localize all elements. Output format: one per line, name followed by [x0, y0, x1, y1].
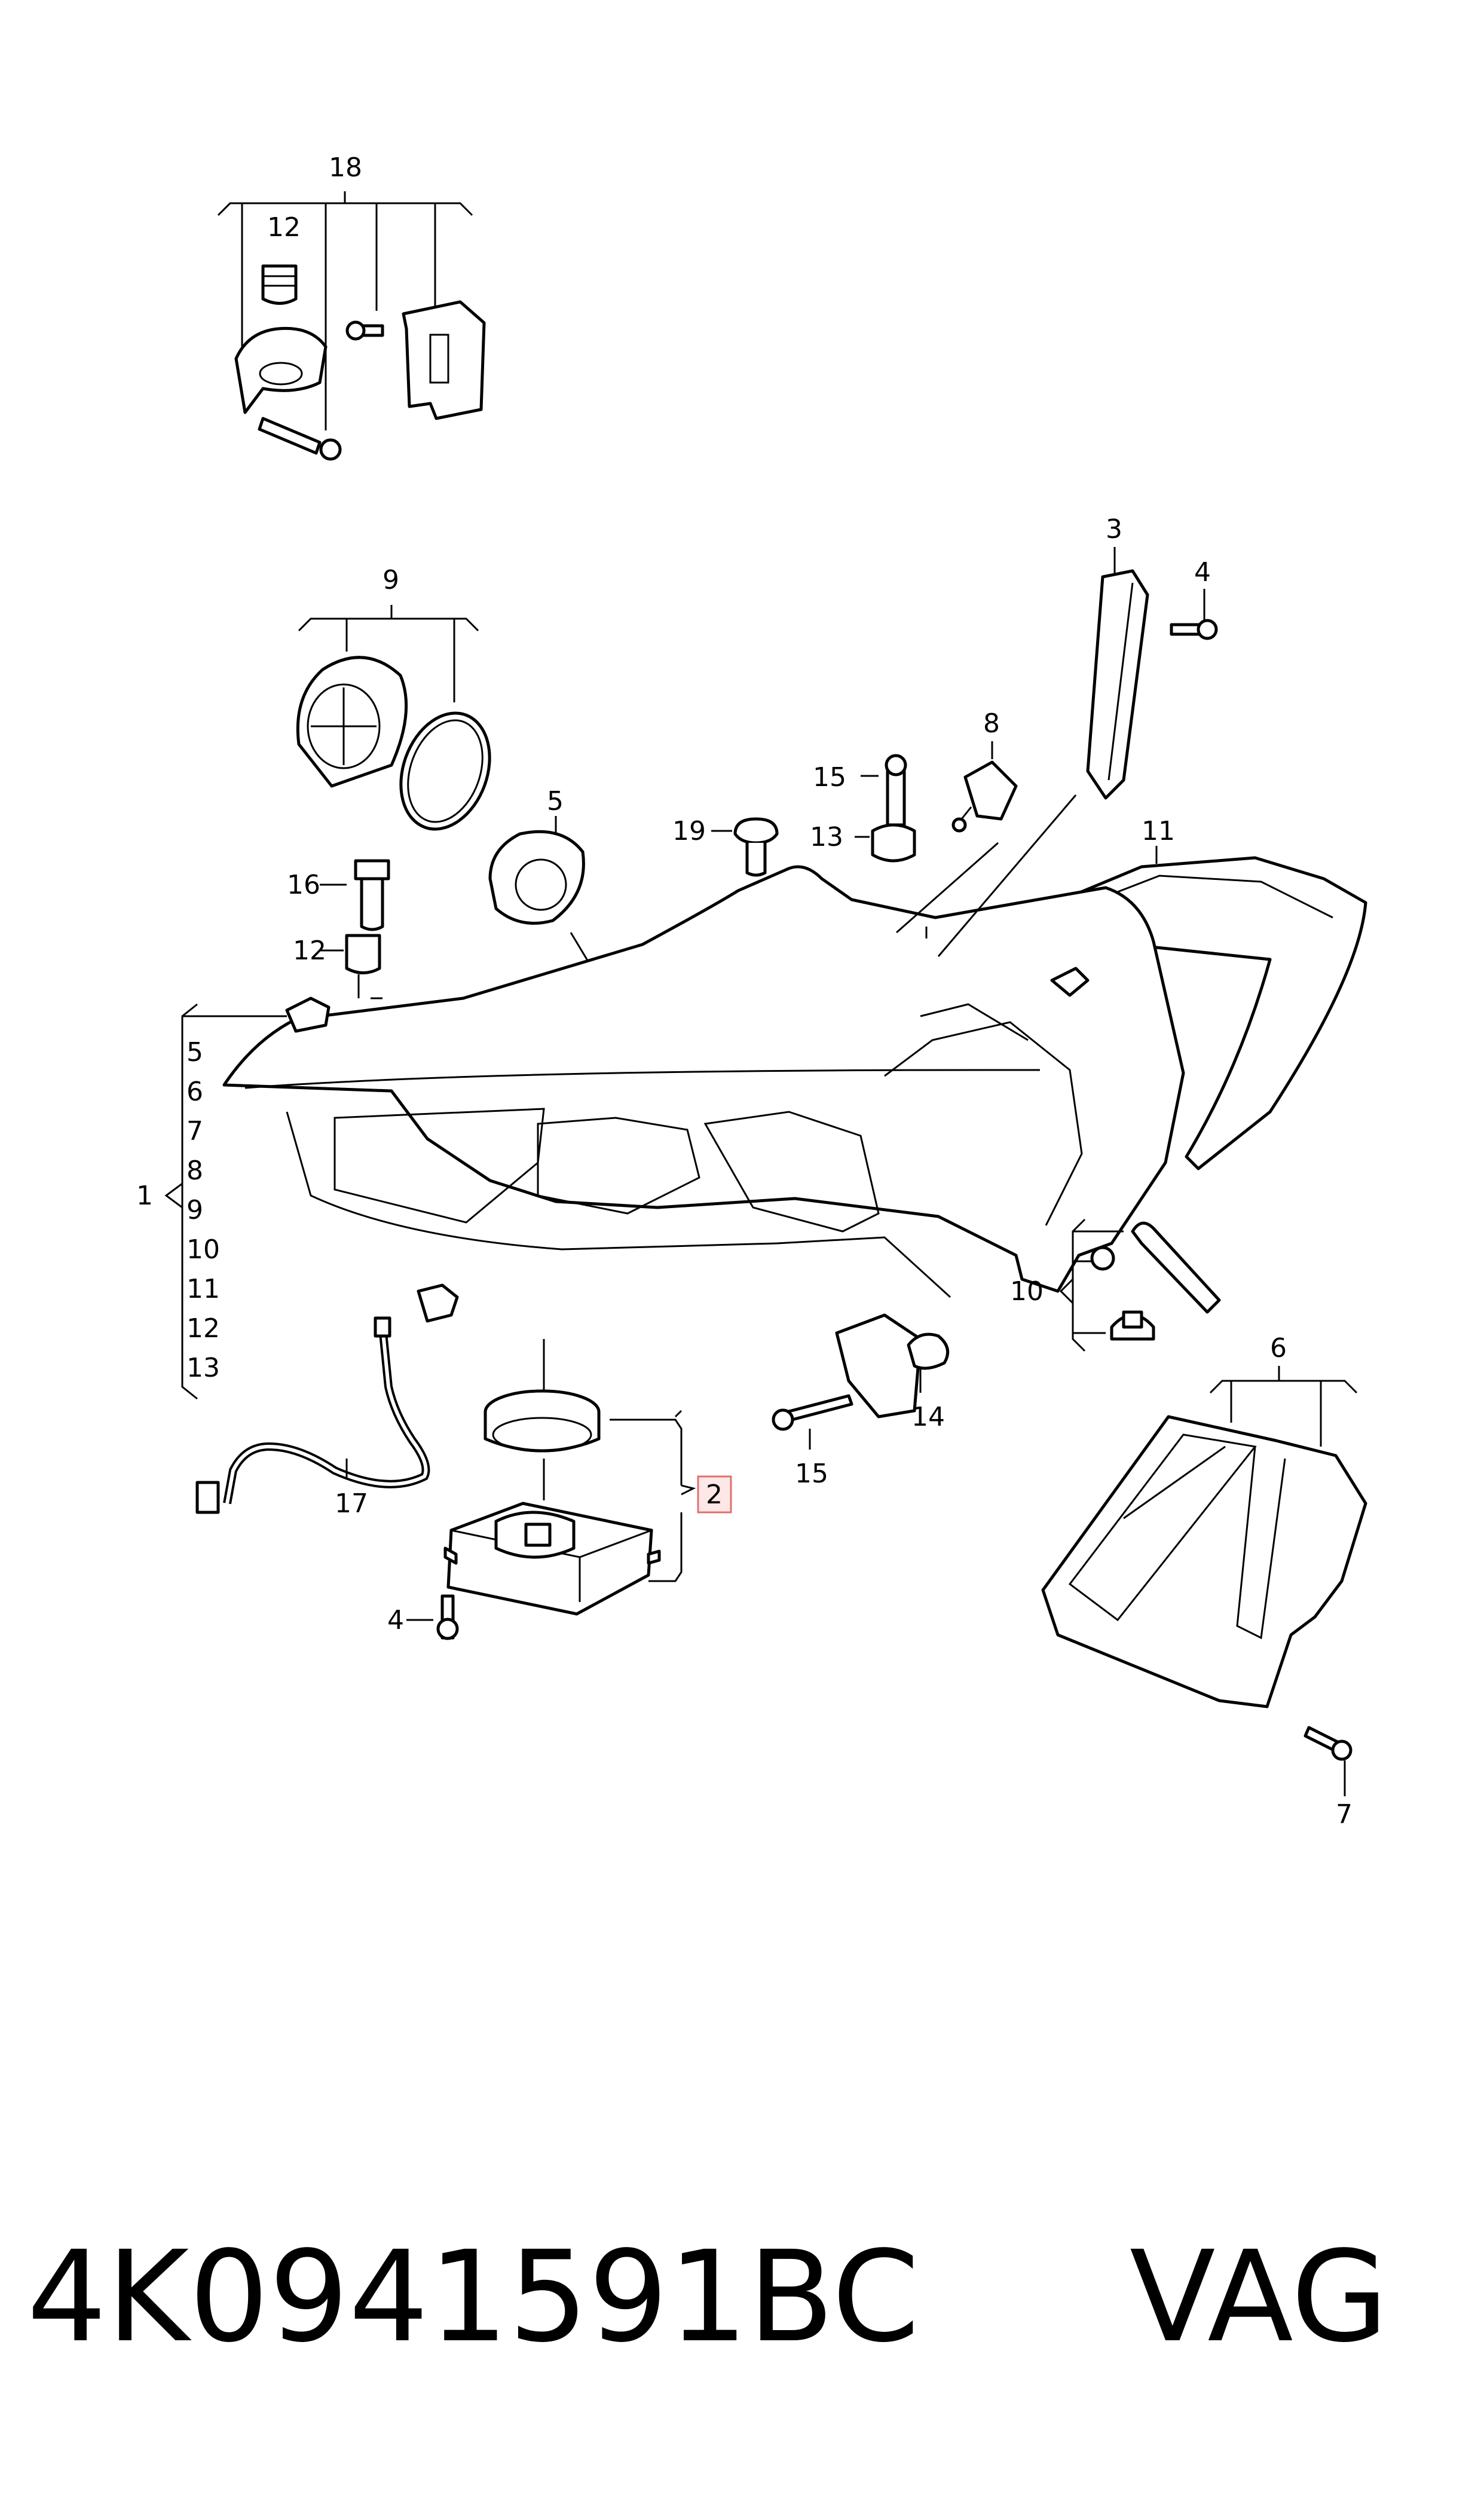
part-group-18: [217, 191, 486, 461]
callout-1-bracket: [164, 1003, 287, 1400]
bracket-list-item: 10: [186, 1234, 220, 1265]
callout-1: 1: [136, 1181, 153, 1211]
bracket-list-item: 12: [186, 1313, 220, 1344]
part-16-12: [320, 859, 390, 974]
bracket-list-item: 13: [186, 1353, 220, 1383]
headlight-housing: [222, 794, 1185, 1419]
part-3-4: [1086, 547, 1218, 800]
callout-8: 8: [983, 708, 1000, 739]
callout-13: 13: [810, 822, 843, 852]
part-2: [406, 1339, 696, 1640]
callout-19: 19: [672, 816, 706, 846]
part-group-9: [296, 605, 491, 831]
callout-12b: 12: [293, 936, 326, 966]
brand-label: VAG: [1130, 2224, 1388, 2370]
callout-4a: 4: [1194, 557, 1211, 588]
callout-3: 3: [1106, 514, 1122, 545]
part-14-15: [772, 1332, 950, 1450]
bracket-list-item: 7: [186, 1116, 203, 1147]
part-number: 4K0941591BC: [27, 2224, 920, 2370]
part-8-13-15-19: [711, 741, 1018, 877]
callout-15b: 15: [795, 1459, 828, 1489]
callout-labels: 18 12 9 3 4 8 15 13 19 5 11 16 12 1 10 6…: [136, 152, 1353, 1830]
part-group-10: [1059, 1218, 1221, 1352]
callout-9: 9: [383, 565, 399, 595]
callout-5: 5: [547, 786, 564, 817]
bracket-list-item: 5: [186, 1037, 203, 1068]
callout-2: 2: [706, 1479, 723, 1510]
callout-16: 16: [287, 870, 320, 900]
callout-10: 10: [1010, 1276, 1044, 1307]
part-5: [488, 816, 599, 978]
bracket-list-item: 9: [186, 1195, 203, 1225]
callout-15a: 15: [813, 762, 846, 793]
callout-7: 7: [1336, 1799, 1353, 1830]
bracket-list: 5 6 7 8 9 10 11 12 13: [186, 1037, 220, 1383]
bracket-list-item: 11: [186, 1274, 220, 1304]
callout-6: 6: [1270, 1333, 1287, 1364]
callout-18: 18: [329, 152, 362, 183]
callout-12a: 12: [267, 212, 301, 243]
bracket-list-item: 8: [186, 1155, 203, 1186]
callout-2-highlight: [697, 1475, 732, 1514]
part-6-7: [1041, 1366, 1367, 1796]
callout-11: 11: [1142, 816, 1175, 846]
part-17: [195, 1316, 430, 1514]
callout-14: 14: [911, 1402, 945, 1432]
callout-17: 17: [335, 1488, 368, 1519]
bracket-list-item: 6: [186, 1077, 203, 1107]
callout-4b: 4: [387, 1605, 404, 1635]
